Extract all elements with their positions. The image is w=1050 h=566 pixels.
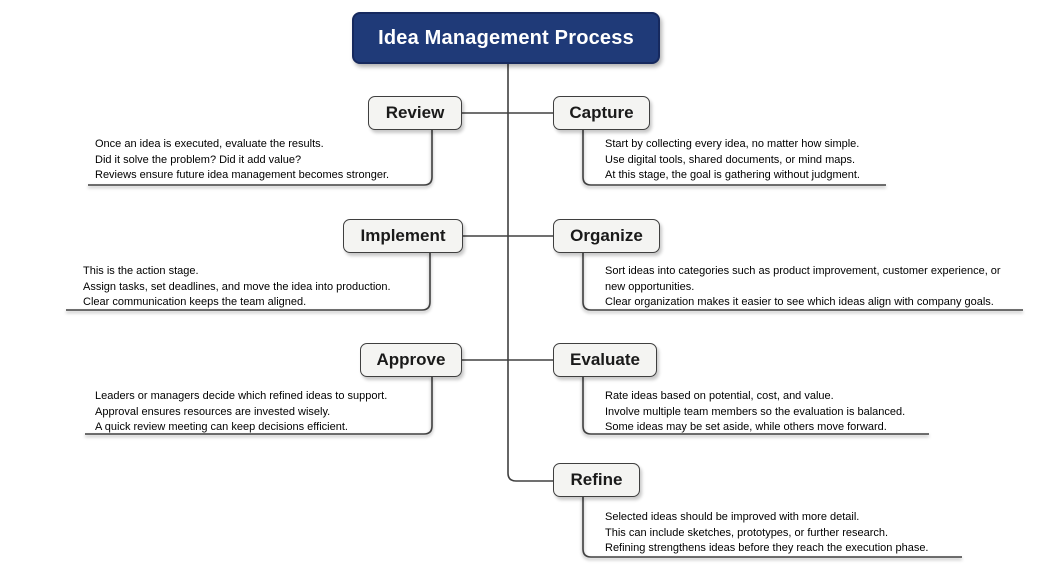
description-line: Clear organization makes it easier to se… bbox=[605, 296, 994, 308]
node-box-approve[interactable]: Approve bbox=[360, 343, 462, 377]
description-line: Approval ensures resources are invested … bbox=[95, 405, 331, 418]
node-label-evaluate: Evaluate bbox=[570, 350, 640, 369]
node-description-refine[interactable]: Selected ideas should be improved with m… bbox=[605, 510, 929, 557]
description-underlines bbox=[66, 130, 1023, 558]
description-line: Some ideas may be set aside, while other… bbox=[605, 421, 887, 433]
node-description-review[interactable]: Once an idea is executed, evaluate the r… bbox=[95, 137, 389, 184]
node-box-evaluate[interactable]: Evaluate bbox=[553, 343, 657, 377]
node-label-refine: Refine bbox=[570, 470, 623, 489]
node-box-organize[interactable]: Organize bbox=[553, 219, 660, 253]
node-box-review[interactable]: Review bbox=[368, 96, 462, 130]
node-description-implement[interactable]: This is the action stage. Assign tasks, … bbox=[83, 264, 391, 311]
description-line: Selected ideas should be improved with m… bbox=[605, 511, 860, 523]
description-line: Involve multiple team members so the eva… bbox=[605, 405, 906, 418]
description-line: Clear communication keeps the team align… bbox=[83, 296, 307, 308]
node-description-organize[interactable]: Sort ideas into categories such as produ… bbox=[605, 264, 1001, 311]
description-line: new opportunities. bbox=[605, 280, 695, 293]
description-line: Did it solve the problem? Did it add val… bbox=[95, 153, 302, 166]
spine-and-branches bbox=[462, 64, 553, 482]
description-line: This can include sketches, prototypes, o… bbox=[605, 526, 889, 539]
node-label-review: Review bbox=[385, 103, 445, 122]
node-label-organize: Organize bbox=[570, 226, 643, 245]
description-line: This is the action stage. bbox=[83, 265, 199, 277]
node-description-capture[interactable]: Start by collecting every idea, no matte… bbox=[605, 137, 860, 184]
description-line: Sort ideas into categories such as produ… bbox=[605, 265, 1001, 277]
node-description-evaluate[interactable]: Rate ideas based on potential, cost, and… bbox=[605, 389, 905, 436]
node-box-implement[interactable]: Implement bbox=[343, 219, 463, 253]
description-line: Leaders or managers decide which refined… bbox=[95, 390, 388, 402]
node-label-implement: Implement bbox=[360, 226, 446, 245]
description-line: Reviews ensure future idea management be… bbox=[95, 169, 390, 181]
node-box-refine[interactable]: Refine bbox=[553, 463, 640, 497]
node-label-approve: Approve bbox=[376, 350, 446, 369]
node-description-approve[interactable]: Leaders or managers decide which refined… bbox=[95, 389, 387, 436]
node-box-capture[interactable]: Capture bbox=[553, 96, 650, 130]
description-line: Use digital tools, shared documents, or … bbox=[605, 153, 856, 166]
description-line: A quick review meeting can keep decision… bbox=[95, 421, 348, 433]
description-line: Refining strengthens ideas before they r… bbox=[605, 542, 929, 554]
node-label-capture: Capture bbox=[569, 103, 634, 122]
description-line: Start by collecting every idea, no matte… bbox=[605, 138, 860, 150]
description-line: At this stage, the goal is gathering wit… bbox=[605, 169, 860, 181]
description-line: Once an idea is executed, evaluate the r… bbox=[95, 138, 324, 150]
description-line: Rate ideas based on potential, cost, and… bbox=[605, 390, 834, 402]
root-title: Idea Management Process bbox=[378, 26, 634, 49]
root-node[interactable]: Idea Management Process bbox=[352, 12, 660, 64]
description-line: Assign tasks, set deadlines, and move th… bbox=[83, 280, 391, 293]
